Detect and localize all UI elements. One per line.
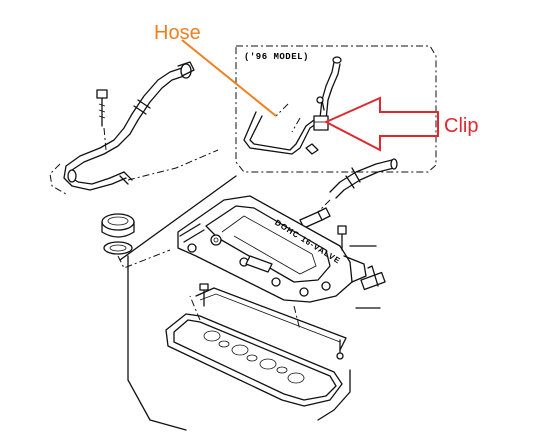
inset-model-label: ('96 MODEL) bbox=[244, 52, 309, 62]
hose-callout-label: Hose bbox=[154, 22, 201, 44]
inset-hose bbox=[243, 111, 317, 155]
cover-bolt-3 bbox=[271, 277, 281, 287]
inset-tube-cap bbox=[332, 56, 342, 64]
clip-callout-label: Clip bbox=[444, 115, 479, 137]
cover-nameplate bbox=[245, 255, 273, 273]
inset-tube bbox=[319, 61, 335, 119]
seal-strip bbox=[195, 287, 347, 351]
plug-hole-4 bbox=[287, 372, 305, 384]
cover-bolt-1 bbox=[210, 234, 222, 246]
cover-top-plate bbox=[205, 205, 331, 283]
cover-bracket bbox=[343, 255, 367, 283]
clip-arrow bbox=[323, 96, 439, 152]
pcv-hose bbox=[329, 159, 393, 193]
inset-frame bbox=[235, 45, 437, 173]
plug-hole-2 bbox=[231, 344, 249, 356]
inset-nipple bbox=[305, 143, 319, 155]
cover-bolt-5 bbox=[321, 281, 331, 291]
reference-line bbox=[119, 175, 237, 261]
oil-filler-cap bbox=[101, 213, 135, 231]
breather-hose bbox=[63, 67, 183, 191]
cap-gasket bbox=[103, 241, 133, 255]
cover-bolt-4 bbox=[299, 287, 309, 297]
plug-hole-1 bbox=[203, 330, 221, 342]
plug-hole-3 bbox=[259, 358, 277, 370]
cover-bolt-6 bbox=[187, 243, 197, 253]
valve-cover-gasket bbox=[165, 313, 343, 407]
hose-clamp bbox=[133, 99, 151, 115]
hose-leader-line bbox=[181, 39, 277, 117]
